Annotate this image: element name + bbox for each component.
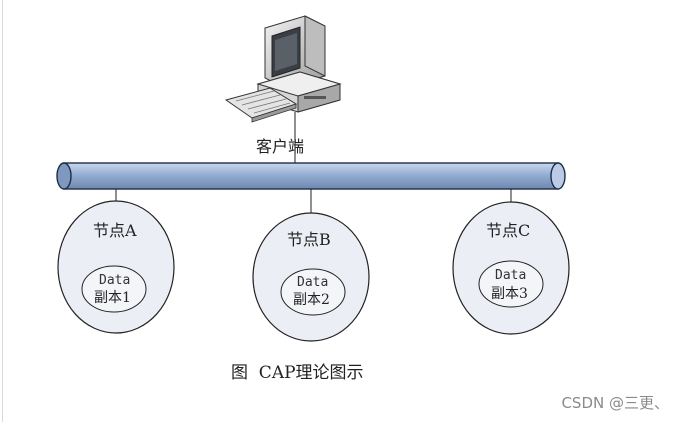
node-a-replica-label: 副本1 (94, 290, 131, 306)
left-border-line (2, 0, 3, 422)
node-b-title: 节点B (287, 230, 331, 249)
node-a-data-label: Data (99, 273, 130, 288)
computer-icon (224, 15, 342, 123)
node-a-title: 节点A (93, 221, 137, 240)
figure-caption: 图 CAP理论图示 (231, 363, 364, 383)
client-label: 客户端 (256, 137, 304, 156)
node-c-title: 节点C (486, 221, 530, 240)
node-a: 节点A Data 副本1 (57, 200, 175, 334)
node-c-replica-box (478, 260, 544, 308)
node-b: 节点B Data 副本2 (252, 212, 370, 342)
node-c: 节点C Data 副本3 (452, 201, 570, 335)
csdn-watermark: CSDN @三更、 (561, 394, 669, 412)
node-c-replica-label: 副本3 (491, 286, 528, 302)
node-b-replica-label: 副本2 (293, 292, 330, 308)
network-bus (56, 162, 566, 190)
node-a-replica-box (81, 265, 147, 313)
node-b-data-label: Data (297, 275, 328, 290)
node-b-replica-box (280, 268, 346, 316)
node-c-data-label: Data (495, 268, 526, 283)
